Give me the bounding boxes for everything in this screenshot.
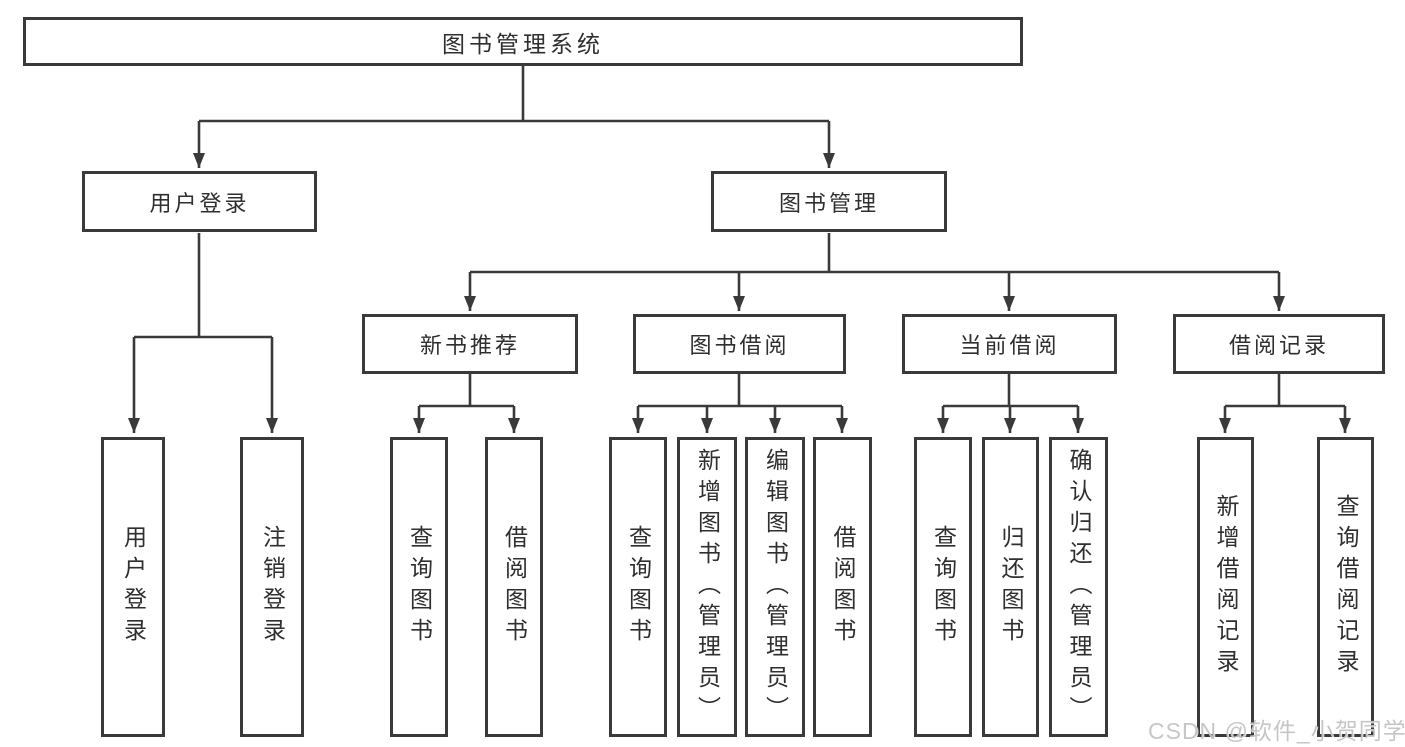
leaf-query-books-borrowing: 查询图书 [609, 437, 667, 737]
leaf-borrow-books-borrowing: 借阅图书 [813, 437, 872, 737]
leaf-logout: 注销登录 [240, 437, 304, 737]
leaf-edit-book-admin: 编辑图书（管理员） [745, 437, 805, 737]
node-current-borrowing: 当前借阅 [902, 314, 1117, 374]
node-book-borrowing: 图书借阅 [633, 314, 846, 374]
leaf-borrow-books-recommend: 借阅图书 [485, 437, 543, 737]
leaf-query-books-recommend: 查询图书 [390, 437, 448, 737]
leaf-query-books-current: 查询图书 [914, 437, 972, 737]
leaf-query-borrow-record: 查询借阅记录 [1317, 437, 1374, 737]
leaf-confirm-return-admin: 确认归还（管理员） [1049, 437, 1108, 737]
leaf-return-books: 归还图书 [982, 437, 1039, 737]
node-book-management: 图书管理 [711, 171, 947, 232]
leaf-add-borrow-record: 新增借阅记录 [1197, 437, 1254, 737]
node-user-login: 用户登录 [82, 171, 317, 232]
node-library-system: 图书管理系统 [23, 17, 1023, 66]
node-borrowing-records: 借阅记录 [1173, 314, 1385, 374]
leaf-add-book-admin: 新增图书（管理员） [677, 437, 737, 737]
node-new-book-recommendation: 新书推荐 [362, 314, 578, 374]
leaf-user-login: 用户登录 [101, 437, 165, 737]
watermark: CSDN @软件_小贺同学 [1148, 718, 1405, 744]
